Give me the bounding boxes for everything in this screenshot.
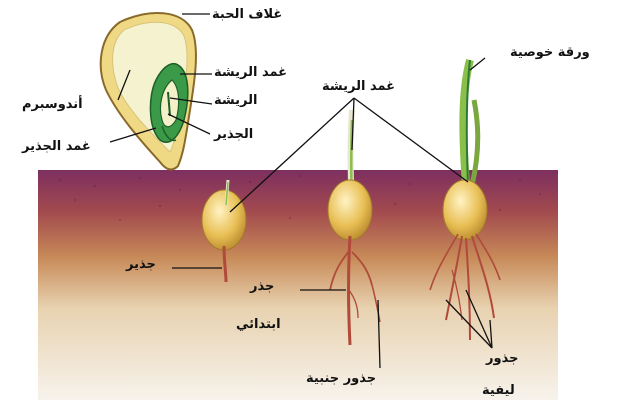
primary-root-label-1: جذر bbox=[250, 280, 274, 294]
seed-coat-label: غلاف الحبة bbox=[212, 8, 282, 22]
plumule-sheath-label-main: غمد الريشة bbox=[322, 80, 395, 94]
plumule-label: الريشة bbox=[214, 94, 257, 108]
seed-cross-section bbox=[101, 13, 196, 170]
lateral-roots-label: جذور جنبية bbox=[306, 372, 376, 386]
fibrous-roots-label-2: ليفية bbox=[482, 384, 515, 398]
foliage-leaf-label: ورقة خوصية bbox=[510, 46, 590, 60]
plumule-sheath-label-top: غمد الريشة bbox=[214, 66, 287, 80]
radicle-label-top: الجذير bbox=[214, 128, 253, 142]
fibrous-roots-label-1: جذور bbox=[486, 352, 518, 366]
primary-root-label-2: ابتدائي bbox=[236, 318, 281, 332]
radicle-sheath-label: غمد الجذير bbox=[22, 140, 91, 154]
radicle-label: جذير bbox=[126, 258, 156, 272]
endosperm-label: أندوسبرم bbox=[22, 98, 83, 112]
